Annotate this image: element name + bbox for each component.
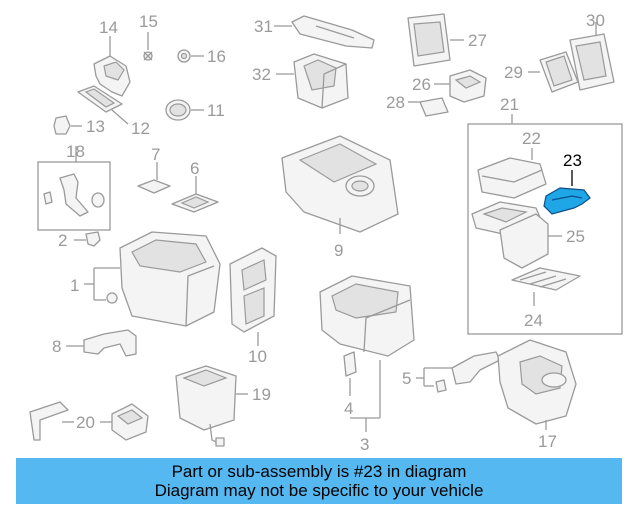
callout-10: 10 xyxy=(248,347,267,366)
callout-20: 20 xyxy=(76,413,95,432)
part-17 xyxy=(497,339,577,425)
part-1 xyxy=(106,231,221,327)
callout-3: 3 xyxy=(360,435,369,454)
part-8 xyxy=(83,329,137,357)
part-25 xyxy=(471,201,549,269)
callout-23[interactable]: 23 xyxy=(563,151,582,170)
part-10 xyxy=(229,247,277,333)
callout-28: 28 xyxy=(386,93,405,112)
callout-29: 29 xyxy=(504,63,523,82)
part-20 xyxy=(29,401,149,441)
part-12 xyxy=(77,85,123,113)
callout-15: 15 xyxy=(139,12,158,31)
callout-21: 21 xyxy=(500,95,519,114)
part-7 xyxy=(137,179,171,194)
callout-2: 2 xyxy=(58,231,67,250)
callout-1: 1 xyxy=(70,276,79,295)
callout-16: 16 xyxy=(207,47,226,66)
part-31 xyxy=(291,15,375,49)
part-2 xyxy=(85,231,101,247)
part-29 xyxy=(539,51,579,93)
callout-31: 31 xyxy=(254,17,273,36)
part-4 xyxy=(343,351,357,377)
callout-17: 17 xyxy=(538,432,557,451)
part-14 xyxy=(93,55,131,97)
part-24 xyxy=(511,267,581,291)
part-18 xyxy=(43,173,105,217)
callout-18: 18 xyxy=(66,142,85,161)
callout-11: 11 xyxy=(207,101,225,120)
callout-24: 24 xyxy=(524,311,543,330)
part-3 xyxy=(319,275,415,357)
part-32 xyxy=(293,53,349,109)
callout-13: 13 xyxy=(86,117,105,136)
part-19 xyxy=(175,365,237,447)
part-27 xyxy=(407,13,451,67)
info-banner: Part or sub-assembly is #23 in diagram D… xyxy=(16,458,622,504)
part-26 xyxy=(449,69,487,103)
part-13 xyxy=(53,115,71,135)
callout-5: 5 xyxy=(402,369,411,388)
banner-line-2: Diagram may not be specific to your vehi… xyxy=(154,481,484,500)
part-6 xyxy=(171,193,219,213)
callout-25: 25 xyxy=(566,227,585,246)
callout-22: 22 xyxy=(522,129,541,148)
callout-6: 6 xyxy=(190,159,199,178)
part-9 xyxy=(281,135,399,233)
part-23-highlighted[interactable] xyxy=(543,187,591,215)
callout-27: 27 xyxy=(468,31,487,50)
callout-19: 19 xyxy=(252,385,271,404)
callout-14: 14 xyxy=(99,18,118,37)
callout-9: 9 xyxy=(334,241,343,260)
callout-4: 4 xyxy=(344,399,353,418)
assembly-21-box xyxy=(467,123,623,335)
part-11 xyxy=(165,99,191,121)
part-16 xyxy=(177,49,191,63)
part-30 xyxy=(569,33,615,91)
part-15 xyxy=(143,51,153,61)
callout-30: 30 xyxy=(586,11,605,30)
callout-12: 12 xyxy=(131,119,150,138)
callout-8: 8 xyxy=(52,337,61,356)
callout-7: 7 xyxy=(151,145,160,164)
part-5 xyxy=(435,351,501,393)
callout-32: 32 xyxy=(252,65,271,84)
part-28 xyxy=(419,97,449,117)
banner-line-1: Part or sub-assembly is #23 in diagram xyxy=(171,462,467,481)
part-22 xyxy=(477,157,547,199)
callout-26: 26 xyxy=(412,75,431,94)
